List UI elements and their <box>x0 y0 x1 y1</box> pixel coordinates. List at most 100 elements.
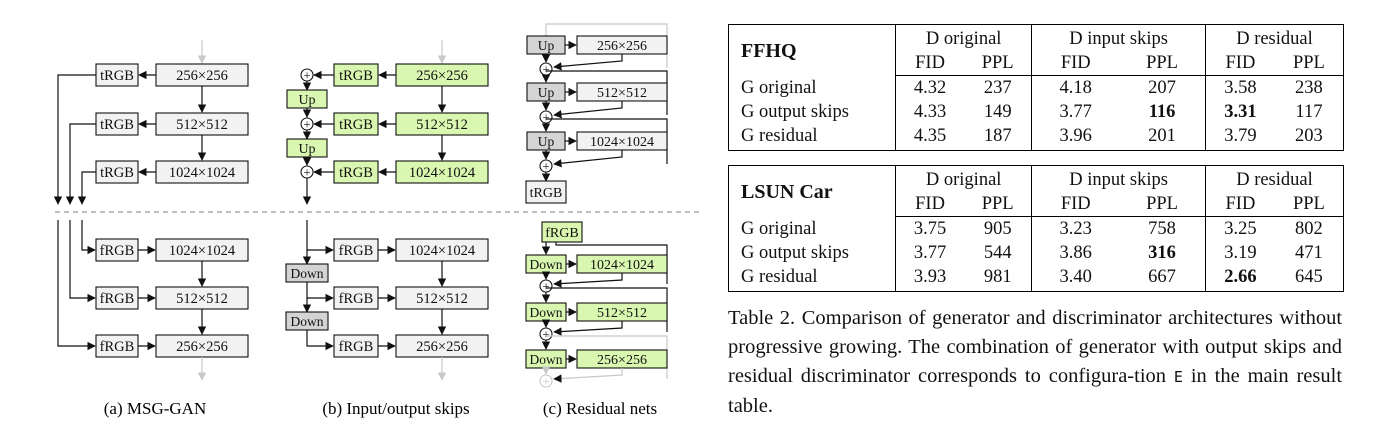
group-header: D input skips <box>1031 24 1206 51</box>
subcol-header: FID <box>1031 51 1120 76</box>
cell: 3.96 <box>1031 124 1120 151</box>
table-caption: Table 2. Comparison of generator and dis… <box>728 304 1342 421</box>
group-header: D residual <box>1204 165 1344 192</box>
resolution-block-label: 256×256 <box>176 339 228 355</box>
cell: 3.19 <box>1204 241 1275 265</box>
cell: 4.18 <box>1031 75 1120 100</box>
cell: 3.40 <box>1031 265 1120 292</box>
connector-line <box>553 368 623 383</box>
cell-best: 116 <box>1148 102 1176 122</box>
resolution-block-label: 512×512 <box>176 291 228 307</box>
cell: 3.58 <box>1204 75 1275 100</box>
table-row: G original 3.75 905 3.23 758 3.25 802 <box>729 216 1344 241</box>
resolution-block-label: 256×256 <box>416 68 468 84</box>
resolution-block-label: 512×512 <box>176 117 228 133</box>
connector-line <box>306 282 334 303</box>
plus-node <box>300 117 314 131</box>
resolution-block-label: 256×256 <box>597 39 647 54</box>
connector-line <box>57 220 96 351</box>
group-header: D original <box>894 165 1032 192</box>
resolution-block-label: 1024×1024 <box>409 165 476 181</box>
subcol-header: PPL <box>1119 192 1206 217</box>
dataset-label: LSUN Car <box>741 181 833 204</box>
resolution-block-label: 512×512 <box>416 291 468 307</box>
plus-node-label: + <box>542 327 549 342</box>
caption-config: E <box>1173 368 1183 386</box>
cell: 203 <box>1295 126 1323 146</box>
table-row: G residual 3.93 981 3.40 667 2.66 645 <box>729 265 1344 292</box>
connector-line <box>553 321 623 336</box>
cell: 544 <box>983 243 1012 263</box>
subcol-header: PPL <box>964 192 1032 217</box>
row-label: G residual <box>741 267 818 287</box>
cell: 207 <box>1148 78 1176 98</box>
connector-line <box>553 54 623 71</box>
cell: 3.23 <box>1031 216 1120 241</box>
cell: 667 <box>1148 267 1176 287</box>
plus-node-label: + <box>542 279 549 294</box>
trgb-block-label: tRGB <box>339 68 373 84</box>
cell: 187 <box>983 126 1012 146</box>
subcol-header: PPL <box>1274 51 1344 76</box>
frgb-block-label: fRGB <box>100 339 135 355</box>
subcol-header: FID <box>1204 51 1275 76</box>
cell: 3.86 <box>1031 241 1120 265</box>
cell: 3.25 <box>1204 216 1275 241</box>
caption-tail: in the main result table. <box>728 365 1343 417</box>
subcol-header: FID <box>895 192 965 217</box>
connector-line <box>77 171 96 205</box>
resolution-block-label: 1024×1024 <box>169 165 236 181</box>
cell: 3.79 <box>1204 124 1275 151</box>
connector-line <box>553 273 623 288</box>
plus-node-label: + <box>542 159 549 174</box>
trgb-block-label: tRGB <box>339 165 373 181</box>
row-label: G output skips <box>741 243 849 263</box>
cell: 3.77 <box>895 241 965 265</box>
trgb-block-label: tRGB <box>100 68 134 84</box>
plus-node-label: + <box>303 165 310 180</box>
architecture-diagram: 256×256 tRGB 512×512 tRGB 1024×1024 tRGB 1024×… <box>53 23 700 418</box>
subcol-header: PPL <box>1119 51 1206 76</box>
cell-best: 3.31 <box>1204 100 1275 124</box>
up-block-label: Up <box>538 38 555 53</box>
cell: 4.33 <box>895 100 965 124</box>
connector-line <box>69 220 96 303</box>
group-header: D input skips <box>1031 165 1206 192</box>
trgb-block-label: tRGB <box>339 117 373 133</box>
frgb-block-label: fRGB <box>339 339 374 355</box>
cell: 4.35 <box>895 124 965 151</box>
plus-node-label: + <box>542 374 549 389</box>
connector-line <box>553 150 623 168</box>
table-row: G residual 4.35 187 3.96 201 3.79 203 <box>729 124 1344 151</box>
connector-line <box>65 123 96 205</box>
cell-best: 2.66 <box>1204 265 1275 292</box>
connector-line <box>53 74 96 205</box>
cell: 149 <box>983 102 1012 122</box>
group-header: D original <box>894 24 1032 51</box>
cell: 238 <box>1295 78 1323 98</box>
connector-line <box>306 220 334 255</box>
down-block-label: Down <box>530 352 563 367</box>
diagram-layer: 256×256 tRGB 512×512 tRGB 1024×1024 tRGB 1024×… <box>53 23 668 389</box>
resolution-block-label: 256×256 <box>176 68 228 84</box>
trgb-block-label: tRGB <box>530 186 563 201</box>
down-block-label: Down <box>530 305 563 320</box>
table-ffhq: FFHQ D original D input skips D residual… <box>728 24 1344 151</box>
down-block-label: Down <box>291 314 324 329</box>
subcol-header: FID <box>1031 192 1120 217</box>
table-row: G output skips 3.77 544 3.86 316 3.19 47… <box>729 241 1344 265</box>
cell: 905 <box>983 219 1012 239</box>
caption-body: Comparison of generator and discriminato… <box>728 307 1343 387</box>
caption-panel-a: (a) MSG-GAN <box>104 399 206 418</box>
table-row: G output skips 4.33 149 3.77 116 3.31 11… <box>729 100 1344 124</box>
caption-panel-b: (b) Input/output skips <box>322 399 469 418</box>
connector-line <box>81 220 96 255</box>
plus-node-label: + <box>542 110 549 125</box>
cell: 117 <box>1295 102 1323 122</box>
caption-panel-c: (c) Residual nets <box>543 399 657 418</box>
down-block-label: Down <box>530 257 563 272</box>
frgb-block-label: fRGB <box>339 291 374 307</box>
connector-line <box>306 330 334 351</box>
cell: 4.32 <box>895 75 965 100</box>
subcol-header: PPL <box>964 51 1032 76</box>
